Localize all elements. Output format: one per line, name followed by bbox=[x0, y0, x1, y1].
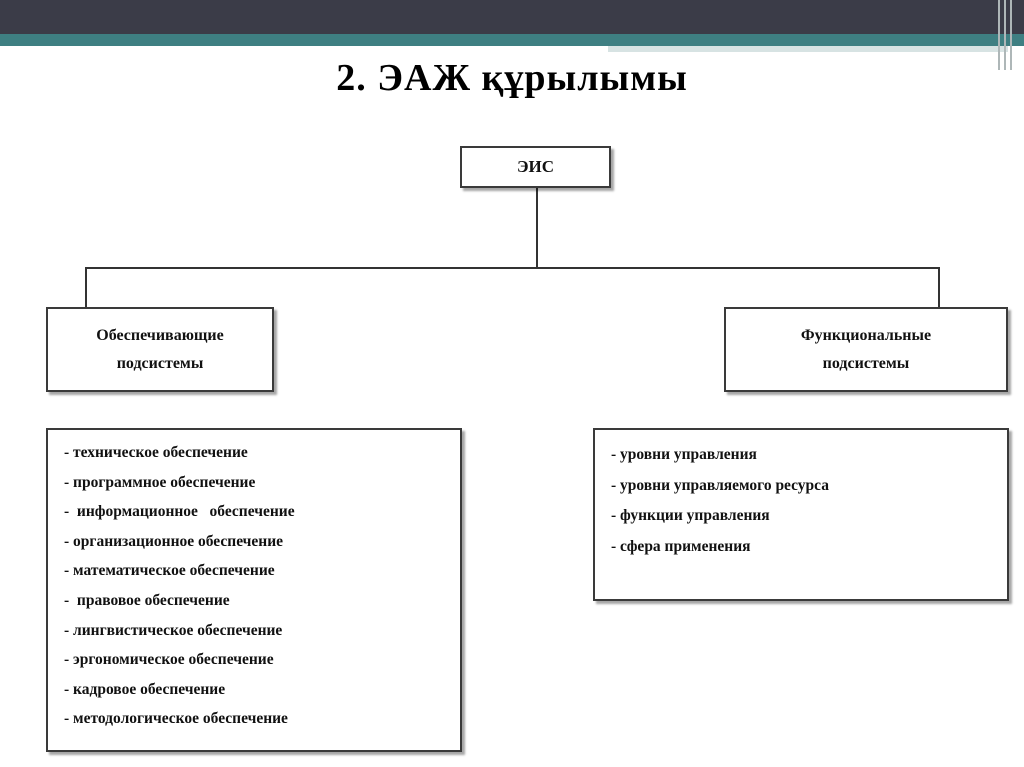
right-branch-node: Функциональные подсистемы bbox=[724, 307, 1008, 392]
list-item: - сфера применения bbox=[611, 537, 751, 555]
left-branch-list: - техническое обеспечение - программное … bbox=[46, 428, 462, 752]
header-stripe bbox=[998, 0, 1000, 70]
list-item: - правовое обеспечение bbox=[64, 591, 230, 609]
right-branch-heading-line: подсистемы bbox=[822, 354, 910, 372]
root-node: ЭИС bbox=[460, 146, 611, 188]
left-branch-heading-line: подсистемы bbox=[116, 354, 204, 372]
list-item: - эргономическое обеспечение bbox=[64, 651, 274, 669]
list-item: - организационное обеспечение bbox=[64, 532, 284, 550]
list-item: - лингвистическое обеспечение bbox=[64, 621, 283, 639]
connector-vertical-left bbox=[85, 267, 87, 307]
header-light-bar bbox=[608, 46, 1008, 52]
connector-vertical-root bbox=[536, 188, 538, 268]
list-item: - математическое обеспечение bbox=[64, 562, 275, 580]
slide-title: 2. ЭАЖ құрылымы bbox=[336, 57, 688, 99]
connector-vertical-right bbox=[938, 267, 940, 307]
root-node-label: ЭИС bbox=[516, 157, 555, 176]
header-teal-bar bbox=[0, 34, 1024, 46]
header-stripe bbox=[1004, 0, 1006, 70]
list-item: - функции управления bbox=[611, 507, 770, 524]
connector-horizontal bbox=[85, 267, 940, 269]
right-branch-heading-line: Функциональные bbox=[800, 326, 932, 344]
header-dark-bar bbox=[0, 0, 1024, 34]
right-branch-list: - уровни управления - уровни управляемог… bbox=[593, 428, 1009, 601]
list-item: - уровни управляемого ресурса bbox=[611, 476, 829, 494]
list-item: - информационное обеспечение bbox=[64, 503, 295, 521]
list-item: - методологическое обеспечение bbox=[64, 710, 288, 728]
left-branch-node: Обеспечивающие подсистемы bbox=[46, 307, 274, 392]
left-branch-heading-line: Обеспечивающие bbox=[96, 326, 224, 344]
list-item: - кадровое обеспечение bbox=[64, 680, 226, 698]
list-item: - уровни управления bbox=[611, 446, 757, 463]
header-stripe bbox=[1010, 0, 1012, 70]
list-item: - программное обеспечение bbox=[64, 473, 256, 491]
list-item: - техническое обеспечение bbox=[64, 444, 248, 461]
